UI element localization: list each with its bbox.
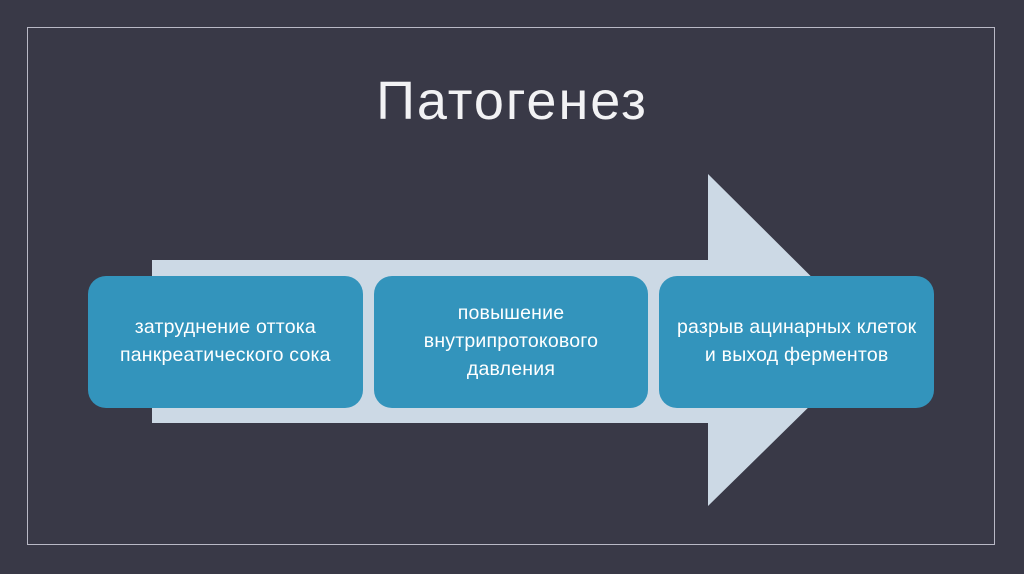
process-step-list: затруднение оттока панкреатического сока… <box>88 276 935 408</box>
process-step-3[interactable]: разрыв ацинарных клеток и выход ферменто… <box>659 276 935 408</box>
page-title: Патогенез <box>376 71 648 131</box>
process-step-3-label: разрыв ацинарных клеток и выход ферменто… <box>676 316 917 366</box>
process-step-1[interactable]: затруднение оттока панкреатического сока <box>88 276 363 408</box>
process-step-2-label: повышение внутрипротокового давления <box>423 302 599 380</box>
process-step-2[interactable]: повышение внутрипротокового давления <box>373 276 649 408</box>
process-step-1-label: затруднение оттока панкреатического сока <box>119 316 331 366</box>
